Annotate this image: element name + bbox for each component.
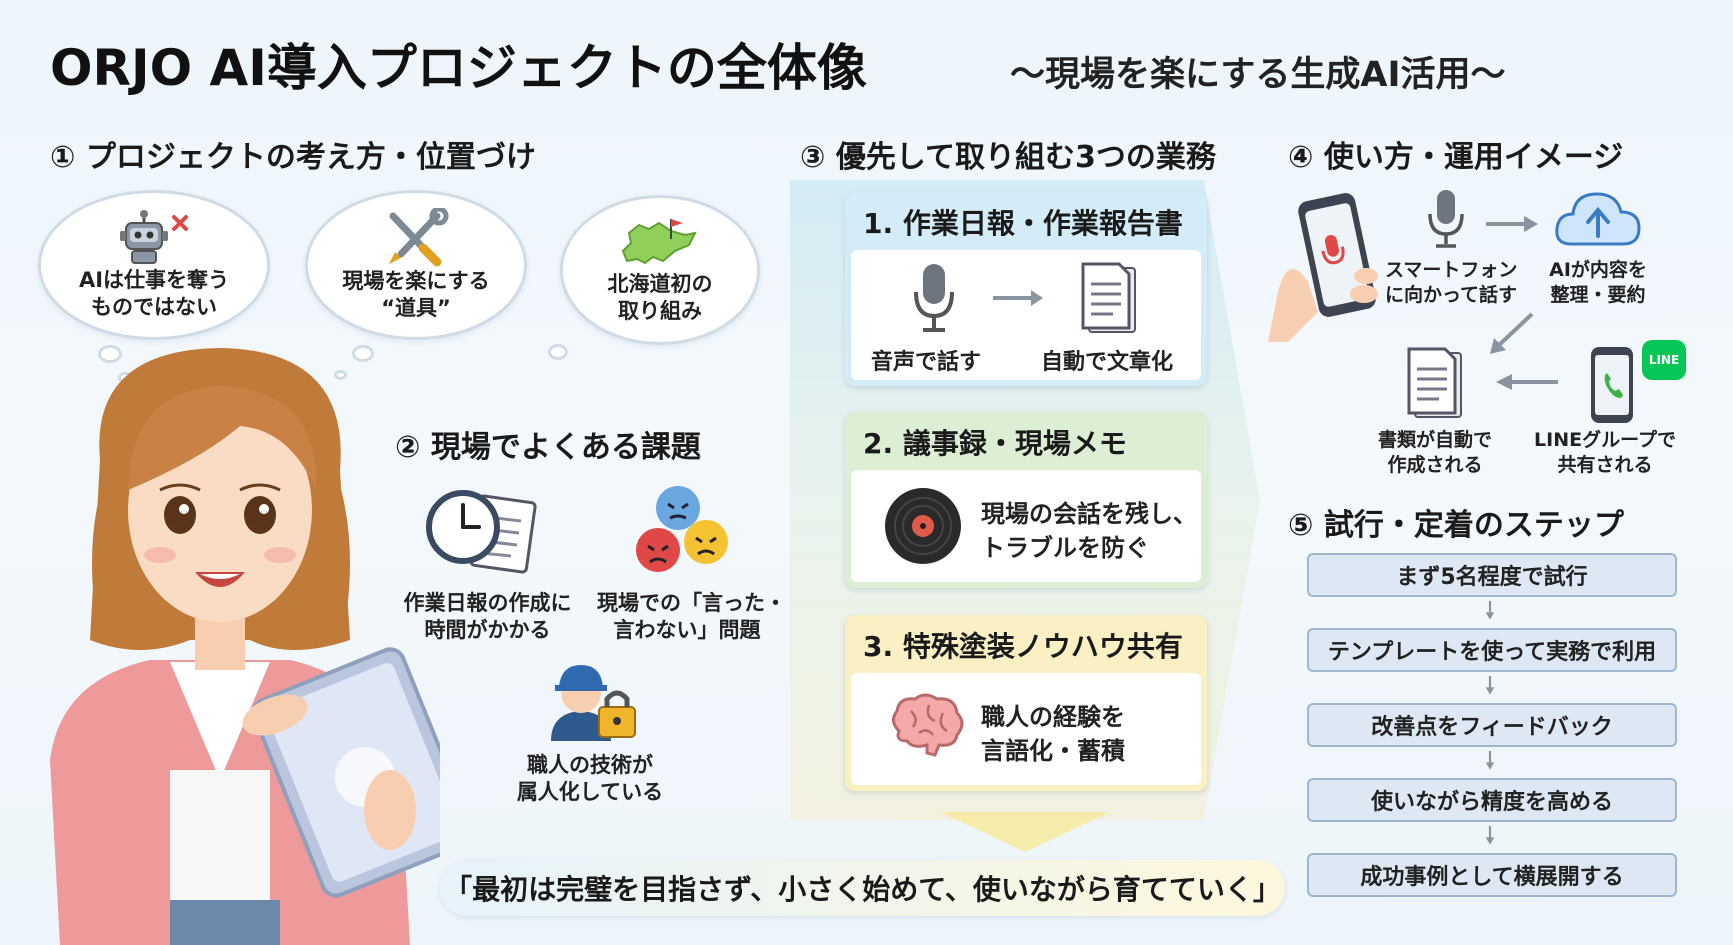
thought-cloud-2: 現場を楽にする “道具” — [305, 190, 527, 340]
smartphone-phone-icon — [1591, 347, 1633, 423]
issue-1-line1: 作業日報の作成に — [403, 591, 572, 615]
step-2: テンプレートを使って実務で利用 — [1307, 628, 1677, 672]
task-3-title: 3. 特殊塗装ノウハウ共有 — [863, 630, 1183, 663]
smartphone-hand-icon — [1268, 193, 1378, 342]
brain-icon — [892, 693, 964, 757]
step-arrow-icon — [1485, 826, 1495, 845]
motto-banner: 「最初は完璧を目指さず、小さく始めて、使いながら育てていく」 — [440, 860, 1285, 916]
cloud-1-line1: AIは仕事を奪う — [78, 267, 230, 292]
document-icon — [1081, 262, 1136, 333]
section2-heading: ② 現場でよくある課題 — [395, 430, 701, 465]
thought-bubble — [548, 344, 568, 360]
task-1-title: 1. 作業日報・作業報告書 — [863, 207, 1183, 240]
document-icon — [1407, 347, 1462, 418]
flow-speak-line1: スマートフォン — [1385, 259, 1518, 281]
flow-ai-line2: 整理・要約 — [1550, 283, 1646, 306]
issue-2-text: 現場での「言った・ 言わない」問題 — [597, 590, 786, 645]
hokkaido-map-icon — [621, 218, 697, 264]
cloud-3-line1: 北海道初の — [607, 271, 713, 296]
worker-lock-icon — [551, 665, 636, 741]
task-1-right-label: 自動で文章化 — [1041, 350, 1174, 375]
flow-step-speak: スマートフォン に向かって話す — [1385, 258, 1518, 307]
angry-faces-icon — [636, 486, 728, 572]
arrow-down-left-icon — [1490, 312, 1534, 354]
section5-heading: ⑤ 試行・定着のステップ — [1288, 508, 1624, 543]
arrow-right-icon — [1486, 216, 1538, 232]
flow-step-document-created: 書類が自動で 作成される — [1370, 428, 1500, 477]
record-disc-icon — [885, 488, 961, 564]
page-subtitle: 〜現場を楽にする生成AI活用〜 — [1010, 55, 1506, 95]
flow-line-line2: 共有される — [1557, 453, 1653, 476]
cloud-2-line1: 現場を楽にする — [342, 268, 490, 293]
task-1-left-label: 音声で話す — [871, 350, 982, 375]
step-1: まず5名程度で試行 — [1307, 553, 1677, 597]
thought-cloud-1: AIは仕事を奪う ものではない — [38, 190, 270, 340]
flow-ai-line1: AIが内容を — [1549, 259, 1647, 281]
flow-doc-line1: 書類が自動で — [1377, 429, 1492, 451]
clock-document-icon — [426, 490, 537, 574]
flow-step-ai-summarize: AIが内容を 整理・要約 — [1535, 258, 1661, 307]
task-card-3: 3. 特殊塗装ノウハウ共有 職人の経験を 言語化・蓄積 — [845, 615, 1207, 791]
section1-heading: ① プロジェクトの考え方・位置づけ — [50, 140, 536, 175]
robot-icon — [120, 209, 188, 264]
cloud-upload-icon — [1555, 192, 1641, 246]
issue-2-line2: 言わない」問題 — [613, 618, 761, 643]
down-arrow-to-motto — [940, 812, 1110, 852]
thought-bubble — [352, 345, 374, 362]
cloud-3-line2: 取り組み — [618, 299, 702, 323]
issue-3-line1: 職人の技術が — [527, 753, 653, 777]
step-arrow-icon — [1485, 601, 1495, 620]
flow-doc-line2: 作成される — [1387, 453, 1483, 476]
arrow-right-icon — [993, 290, 1043, 306]
step-arrow-icon — [1485, 751, 1495, 770]
thought-bubble — [98, 345, 122, 363]
line-app-icon: LINE — [1642, 340, 1686, 380]
cloud-2-line2: “道具” — [381, 296, 451, 320]
flow-speak-line2: に向かって話す — [1385, 283, 1518, 306]
issue-3-line2: 属人化している — [516, 780, 664, 805]
step-5: 成功事例として横展開する — [1307, 853, 1677, 897]
flow-step-line-share: LINEグループで 共有される — [1530, 428, 1680, 477]
issue-1-line2: 時間がかかる — [424, 618, 551, 643]
task-2-line1: 現場の会話を残し、 — [981, 500, 1197, 528]
arrow-left-icon — [1496, 374, 1558, 390]
task-card-1: 1. 作業日報・作業報告書 音声で話す 自動で文章化 — [845, 192, 1207, 386]
task-3-line1: 職人の経験を — [981, 703, 1125, 731]
flow-line-line1: LINEグループで — [1534, 429, 1676, 451]
task-3-line2: 言語化・蓄積 — [981, 737, 1125, 765]
woman-with-tablet-illustration — [50, 348, 440, 945]
issue-1-text: 作業日報の作成に 時間がかかる — [395, 590, 580, 645]
step-4: 使いながら精度を高める — [1307, 778, 1677, 822]
microphone-icon — [1428, 190, 1464, 248]
cloud-1-line2: ものではない — [91, 295, 217, 319]
task-card-2: 2. 議事録・現場メモ 現場の会話を残し、 トラブルを防ぐ — [845, 412, 1207, 588]
step-arrow-icon — [1485, 676, 1495, 695]
task-2-title: 2. 議事録・現場メモ — [863, 427, 1127, 460]
thought-cloud-3: 北海道初の 取り組み — [560, 195, 760, 345]
tools-icon — [389, 207, 449, 267]
microphone-icon — [914, 264, 954, 332]
section4-heading: ④ 使い方・運用イメージ — [1288, 140, 1624, 175]
thought-bubble — [334, 370, 347, 380]
page-title: ORJO AI導入プロジェクトの全体像 — [50, 39, 867, 97]
section3-heading: ③ 優先して取り組む3つの業務 — [800, 140, 1216, 175]
task-2-line2: トラブルを防ぐ — [981, 534, 1149, 562]
issue-3-text: 職人の技術が 属人化している — [500, 752, 680, 807]
issue-2-line1: 現場での「言った・ — [597, 591, 786, 615]
step-3: 改善点をフィードバック — [1307, 703, 1677, 747]
